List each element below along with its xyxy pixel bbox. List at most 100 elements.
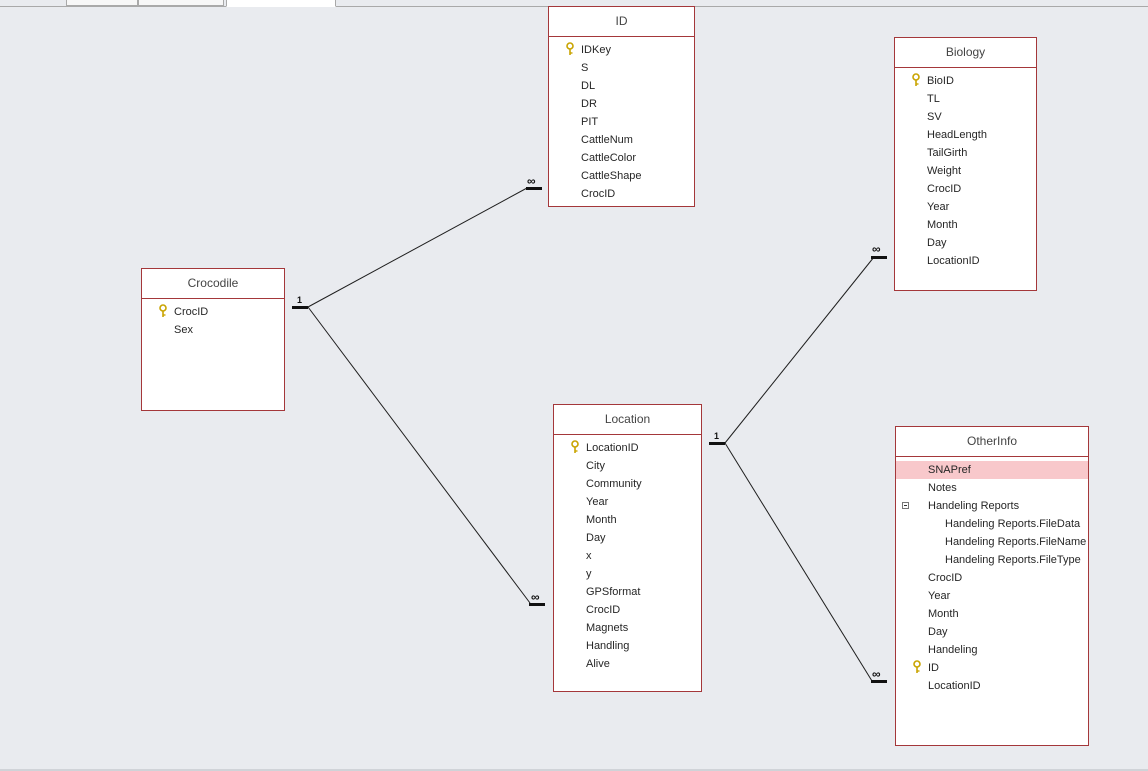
field-row[interactable]: Day — [554, 529, 701, 547]
cardinality-many-label: ∞ — [527, 174, 536, 188]
subfield-row[interactable]: Handeling Reports.FileData — [896, 515, 1088, 533]
document-tab[interactable] — [138, 0, 224, 6]
cardinality-many-label: ∞ — [872, 667, 881, 681]
field-name: LocationID — [586, 442, 639, 454]
table-biology[interactable]: Biology BioID TL SV HeadLength TailGirth… — [894, 37, 1037, 291]
join-endpoint-location — [709, 442, 725, 445]
field-row[interactable]: Handeling Reports — [896, 497, 1088, 515]
field-row[interactable]: ID — [896, 659, 1088, 677]
field-row[interactable]: Handling — [554, 637, 701, 655]
field-row[interactable]: Community — [554, 475, 701, 493]
status-strip — [0, 769, 1148, 771]
cardinality-one-label: 1 — [297, 295, 303, 305]
field-row[interactable]: CattleShape — [549, 167, 694, 185]
field-row[interactable]: CrocID — [142, 303, 284, 321]
field-name: Handeling Reports — [928, 500, 1020, 512]
field-row[interactable]: Day — [896, 623, 1088, 641]
field-row[interactable]: BioID — [895, 72, 1036, 90]
table-title[interactable]: Crocodile — [142, 269, 284, 299]
field-row-selected[interactable]: SNAPref — [896, 461, 1088, 479]
table-title[interactable]: Location — [554, 405, 701, 435]
field-row[interactable]: Alive — [554, 655, 701, 673]
field-row[interactable]: PIT — [549, 113, 694, 131]
field-name: Notes — [928, 482, 957, 494]
field-name: Year — [928, 590, 951, 602]
field-list: CrocID Sex — [142, 299, 284, 339]
field-row[interactable]: x — [554, 547, 701, 565]
table-id[interactable]: ID IDKey S DL DR PIT CattleNum CattleCol… — [548, 6, 695, 207]
field-name: Weight — [927, 165, 962, 177]
relationship-line-location-otherinfo[interactable] — [724, 442, 873, 682]
field-row[interactable]: CattleColor — [549, 149, 694, 167]
relationship-line-crocodile-location[interactable] — [307, 306, 531, 604]
cardinality-one-label: 1 — [714, 431, 720, 441]
document-tab-active[interactable] — [226, 0, 336, 7]
field-row[interactable]: Year — [554, 493, 701, 511]
collapse-icon[interactable] — [902, 502, 909, 509]
field-row[interactable]: CrocID — [896, 569, 1088, 587]
field-row[interactable]: TailGirth — [895, 144, 1036, 162]
field-row[interactable]: CrocID — [895, 180, 1036, 198]
field-name: TailGirth — [927, 147, 968, 159]
field-row[interactable]: LocationID — [895, 252, 1036, 270]
field-row[interactable]: Sex — [142, 321, 284, 339]
table-title[interactable]: OtherInfo — [896, 427, 1088, 457]
field-row[interactable]: Month — [895, 216, 1036, 234]
field-name: BioID — [927, 75, 954, 87]
table-title[interactable]: ID — [549, 7, 694, 37]
field-row[interactable]: S — [549, 59, 694, 77]
field-row[interactable]: Day — [895, 234, 1036, 252]
field-list: IDKey S DL DR PIT CattleNum CattleColor … — [549, 37, 694, 203]
table-title[interactable]: Biology — [895, 38, 1036, 68]
subfield-row[interactable]: Handeling Reports.FileType — [896, 551, 1088, 569]
field-name: Magnets — [586, 622, 629, 634]
join-endpoint-id — [526, 187, 542, 190]
field-row[interactable]: y — [554, 565, 701, 583]
field-row[interactable]: DR — [549, 95, 694, 113]
field-row[interactable]: Year — [895, 198, 1036, 216]
field-row[interactable]: Magnets — [554, 619, 701, 637]
field-row[interactable]: IDKey — [549, 41, 694, 59]
primary-key-icon — [912, 73, 920, 86]
field-name: Month — [927, 219, 958, 231]
field-row[interactable]: Notes — [896, 479, 1088, 497]
join-endpoint-location-croc — [529, 603, 545, 606]
field-row[interactable]: LocationID — [896, 677, 1088, 695]
field-name: GPSformat — [586, 586, 641, 598]
primary-key-icon — [159, 304, 167, 317]
field-row[interactable]: GPSformat — [554, 583, 701, 601]
document-tab[interactable] — [66, 0, 138, 6]
field-name: Day — [586, 532, 606, 544]
field-row[interactable]: CrocID — [554, 601, 701, 619]
relationship-line-location-biology[interactable] — [724, 256, 875, 444]
field-row[interactable]: Month — [554, 511, 701, 529]
field-row[interactable]: HeadLength — [895, 126, 1036, 144]
table-otherinfo[interactable]: OtherInfo SNAPref Notes Handeling Report… — [895, 426, 1089, 746]
field-row[interactable]: Handeling — [896, 641, 1088, 659]
field-row[interactable]: Month — [896, 605, 1088, 623]
field-row[interactable]: DL — [549, 77, 694, 95]
field-name: Sex — [174, 324, 193, 336]
field-name: x — [586, 550, 592, 562]
field-list: BioID TL SV HeadLength TailGirth Weight … — [895, 68, 1036, 270]
field-row[interactable]: Year — [896, 587, 1088, 605]
field-name: Handeling Reports.FileName — [945, 536, 1087, 548]
field-name: TL — [927, 93, 940, 105]
field-name: Year — [927, 201, 950, 213]
field-row[interactable]: SV — [895, 108, 1036, 126]
relationship-line-crocodile-id[interactable] — [307, 187, 528, 308]
field-row[interactable]: TL — [895, 90, 1036, 108]
field-row[interactable]: CattleNum — [549, 131, 694, 149]
field-name: SNAPref — [928, 464, 971, 476]
primary-key-icon — [571, 440, 579, 453]
field-row[interactable]: LocationID — [554, 439, 701, 457]
field-name: SV — [927, 111, 942, 123]
field-row[interactable]: Weight — [895, 162, 1036, 180]
subfield-row[interactable]: Handeling Reports.FileName — [896, 533, 1088, 551]
field-row[interactable]: City — [554, 457, 701, 475]
table-location[interactable]: Location LocationID City Community Year … — [553, 404, 702, 692]
field-row[interactable]: CrocID — [549, 185, 694, 203]
field-name: ID — [928, 662, 939, 674]
field-name: Handeling Reports.FileData — [945, 518, 1081, 530]
table-crocodile[interactable]: Crocodile CrocID Sex — [141, 268, 285, 411]
